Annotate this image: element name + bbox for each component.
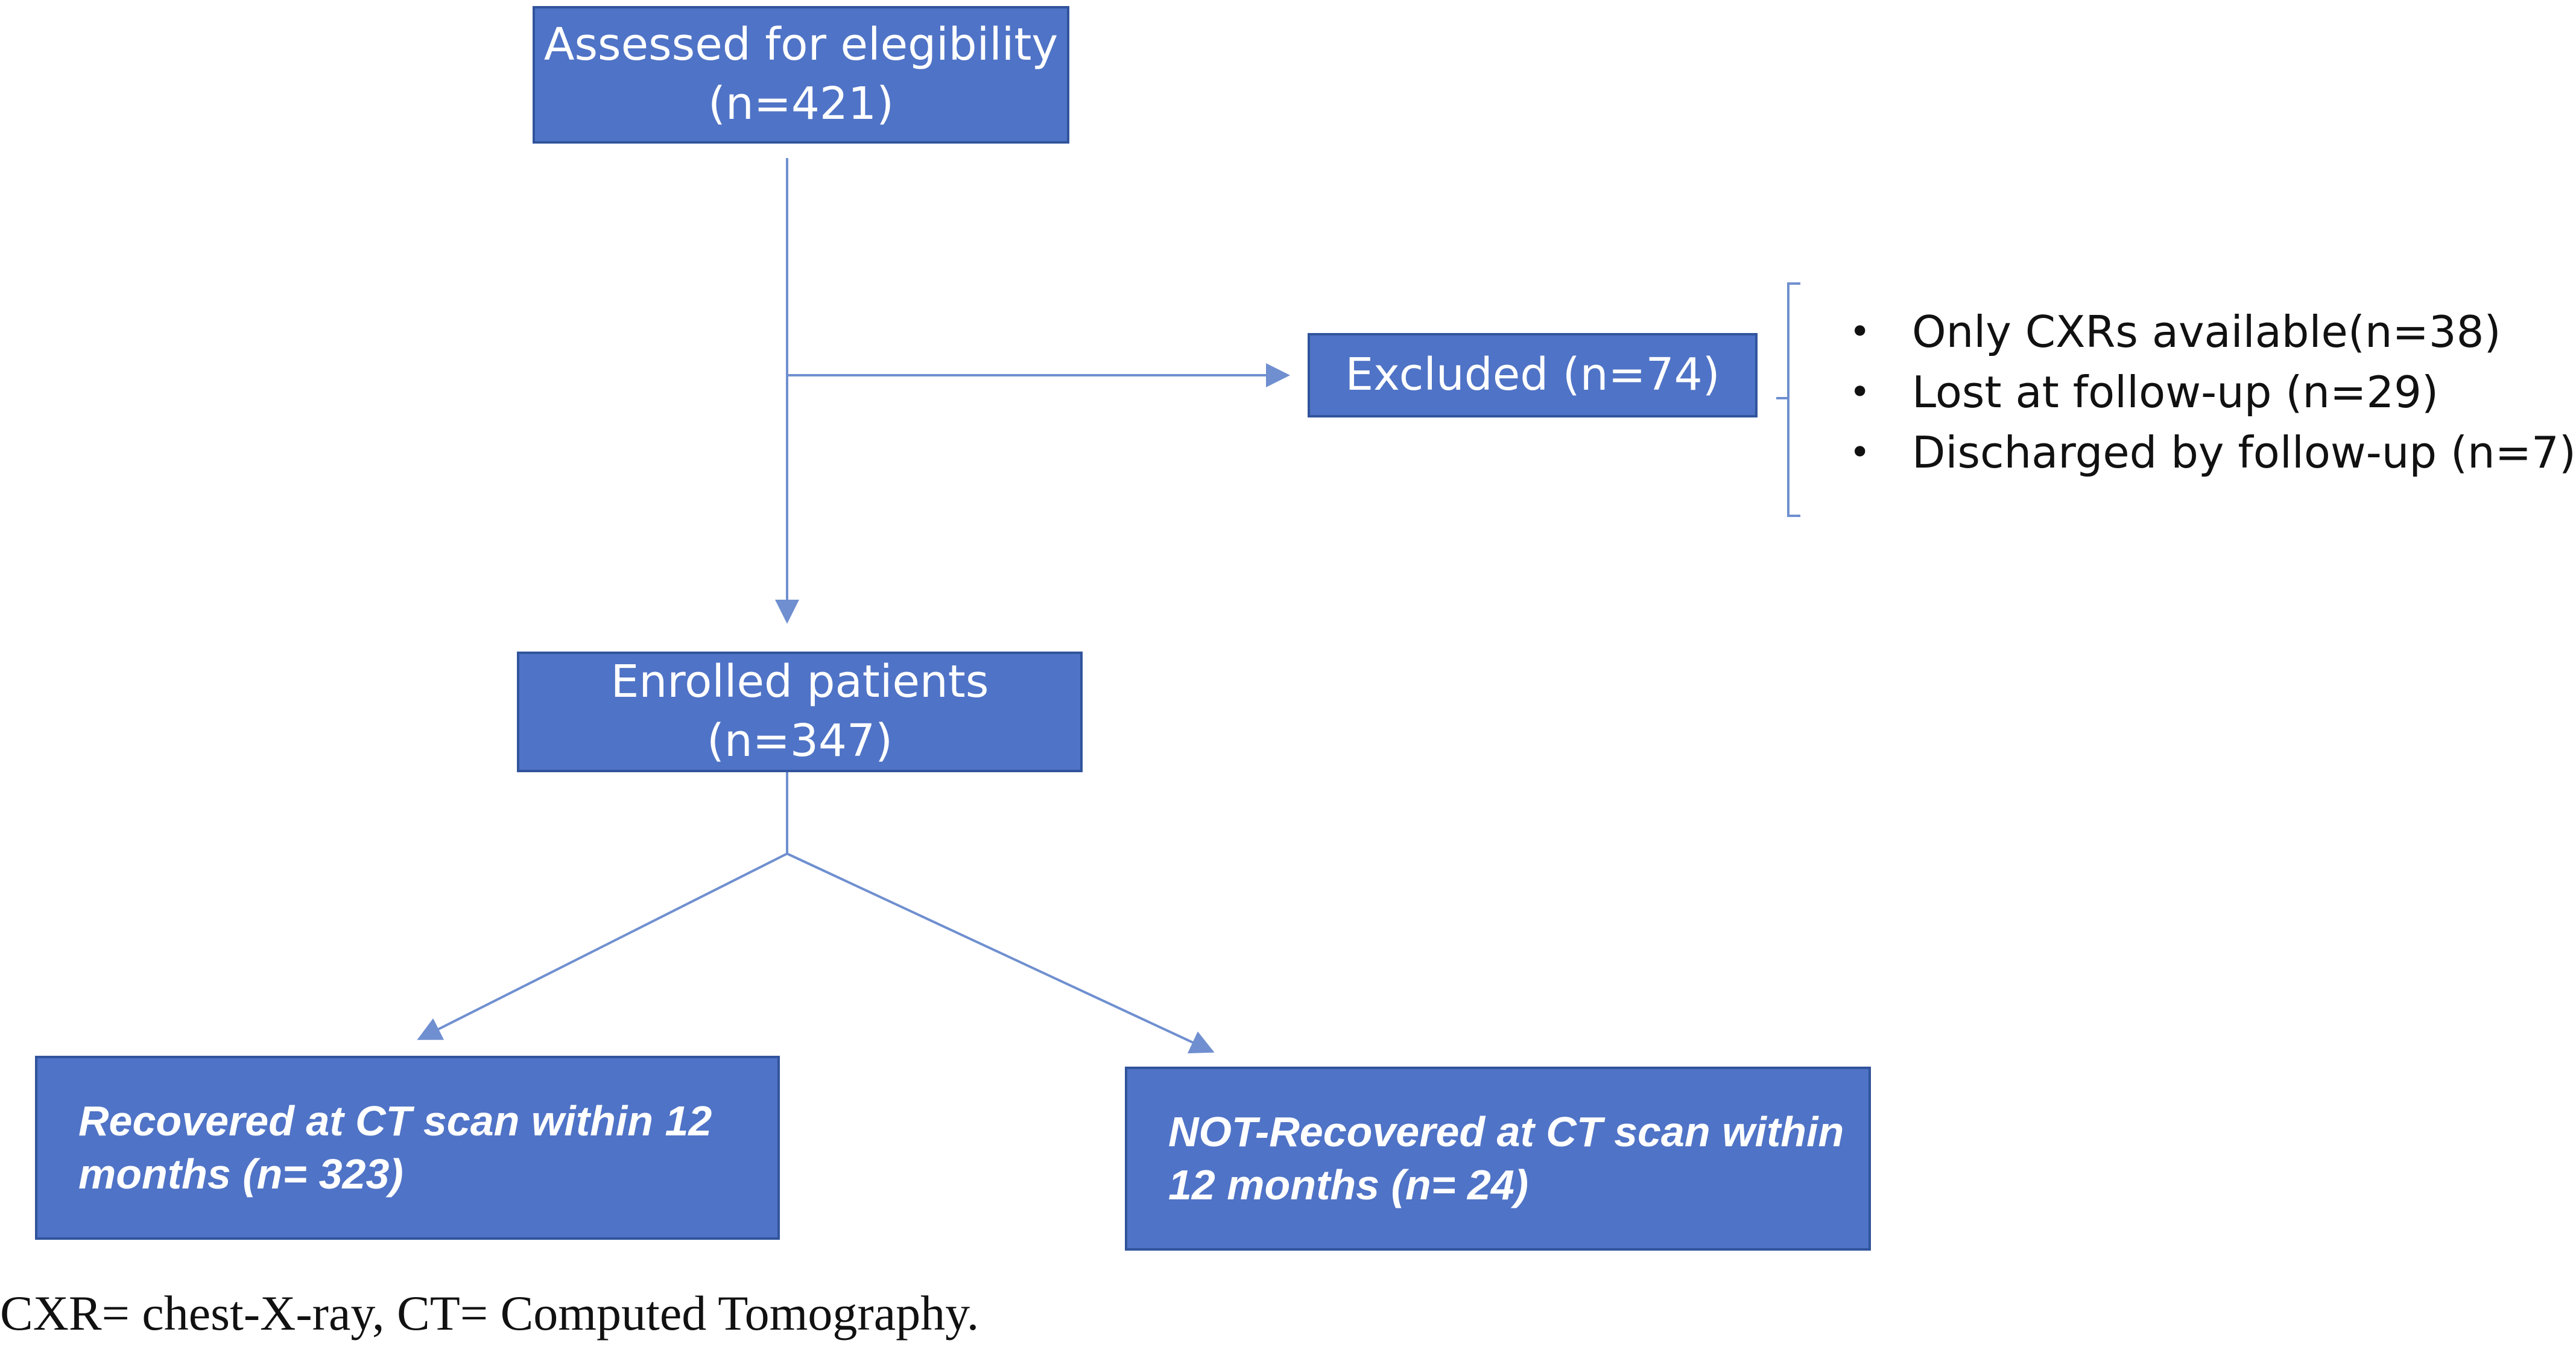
exclusion-reason-item: • Discharged by follow-up (n=7): [1840, 422, 2576, 483]
exclusion-reason-text: Only CXRs available(n=38): [1912, 306, 2501, 357]
exclusion-reasons-list: • Only CXRs available(n=38) • Lost at fo…: [1840, 302, 2576, 483]
assessed-label: Assessed for elegibility: [543, 19, 1059, 71]
footnote: CXR= chest-X-ray, CT= Computed Tomograph…: [0, 1286, 979, 1341]
not-recovered-box: NOT-Recovered at CT scan within 12 month…: [1125, 1067, 1871, 1251]
bullet-icon: •: [1849, 431, 1871, 474]
recovered-box: Recovered at CT scan within 12 months (n…: [35, 1056, 780, 1240]
not-recovered-label-line2: 12 months (n= 24): [1168, 1161, 1529, 1208]
excluded-label: Excluded (n=74): [1345, 349, 1720, 401]
enrolled-box: Enrolled patients (n=347): [517, 652, 1083, 772]
exclusion-reason-text: Discharged by follow-up (n=7): [1912, 427, 2576, 478]
exclusion-reason-item: • Lost at follow-up (n=29): [1840, 362, 2576, 422]
enrolled-label: Enrolled patients (n=347): [610, 656, 989, 767]
exclusion-reason-item: • Only CXRs available(n=38): [1840, 302, 2576, 362]
exclusion-bracket: [1776, 282, 1800, 517]
assessed-count: (n=421): [708, 78, 894, 130]
assessed-box: Assessed for elegibility (n=421): [533, 6, 1069, 144]
excluded-box: Excluded (n=74): [1308, 333, 1758, 417]
connector-to-not-recovered: [786, 852, 1215, 1053]
not-recovered-label-line1: NOT-Recovered at CT scan within: [1168, 1108, 1844, 1155]
bullet-icon: •: [1849, 371, 1871, 413]
bullet-icon: •: [1849, 311, 1871, 353]
exclusion-reason-text: Lost at follow-up (n=29): [1912, 367, 2439, 417]
recovered-label-line1: Recovered at CT scan within 12: [78, 1097, 712, 1144]
recovered-label-line2: months (n= 323): [78, 1150, 403, 1198]
connector-to-recovered: [417, 852, 788, 1040]
